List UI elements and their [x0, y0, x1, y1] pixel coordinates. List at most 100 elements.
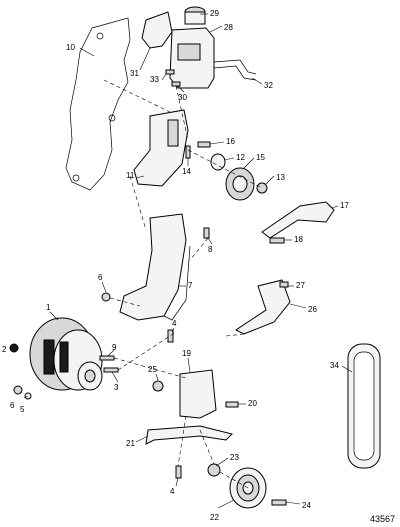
nut — [256, 182, 268, 194]
callout-16: 16 — [226, 137, 235, 146]
leader-line — [135, 175, 145, 179]
callout-12: 12 — [236, 153, 245, 162]
tensioner-pulley-hub — [242, 481, 254, 495]
reservoir-cap-body — [184, 11, 206, 25]
plate-hole — [72, 174, 80, 182]
leader-line — [155, 373, 159, 381]
leader-line — [289, 303, 307, 309]
callout-33: 33 — [150, 75, 159, 84]
plate-hole — [108, 114, 116, 122]
alignment-line — [187, 149, 263, 189]
leader-line — [209, 25, 223, 33]
reservoir-bracket — [141, 11, 173, 49]
bolt — [225, 401, 239, 408]
callout-31: 31 — [130, 69, 139, 78]
leader-line — [101, 281, 107, 293]
leader-line — [331, 205, 339, 209]
leader-line — [187, 357, 191, 373]
callout-6: 6 — [10, 401, 15, 410]
leader-line — [161, 73, 167, 81]
strap — [145, 425, 233, 445]
callout-9: 9 — [112, 343, 117, 352]
callout-6: 6 — [98, 273, 103, 282]
callout-28: 28 — [224, 23, 233, 32]
alternator-fins — [59, 341, 69, 373]
drive-belt-inner — [353, 351, 375, 461]
screw — [171, 81, 181, 87]
alignment-line — [175, 85, 189, 141]
leader-line — [215, 457, 229, 467]
bolt — [269, 237, 285, 244]
callout-5: 5 — [20, 405, 25, 414]
bolt — [279, 281, 289, 288]
nut — [101, 292, 111, 302]
callout-23: 23 — [230, 453, 239, 462]
reservoir-strap — [213, 65, 257, 81]
alignment-line — [177, 415, 187, 467]
callout-4: 4 — [170, 487, 175, 496]
callout-18: 18 — [294, 235, 303, 244]
bolt — [103, 367, 119, 373]
bracket-tab — [167, 119, 179, 147]
tensioner-bracket — [179, 369, 217, 419]
leader-line — [107, 349, 115, 357]
bolt — [271, 499, 287, 506]
callout-22: 22 — [210, 513, 219, 522]
callout-2: 2 — [2, 345, 7, 354]
callout-4: 4 — [172, 319, 177, 328]
leader-line — [135, 435, 149, 443]
callout-15: 15 — [256, 153, 265, 162]
callout-1: 1 — [46, 303, 51, 312]
leader-line — [49, 311, 59, 321]
spacer — [207, 463, 221, 477]
alignment-line — [113, 357, 187, 379]
reservoir-label — [177, 43, 201, 61]
leader-line — [217, 499, 235, 509]
callout-13: 13 — [276, 173, 285, 182]
nut — [13, 385, 23, 395]
callout-25: 25 — [148, 365, 157, 374]
leader-line — [265, 175, 275, 185]
alignment-line — [219, 471, 249, 489]
alternator-fins — [43, 339, 55, 375]
alternator-pulley-hub — [84, 369, 96, 383]
callout-14: 14 — [182, 167, 191, 176]
callout-26: 26 — [308, 305, 317, 314]
alignment-line — [225, 333, 245, 337]
alignment-line — [117, 331, 177, 371]
leader-line — [177, 85, 185, 93]
callout-11: 11 — [126, 171, 135, 180]
nut — [152, 380, 164, 392]
callout-27: 27 — [296, 281, 305, 290]
bracket-flange — [163, 245, 191, 321]
bolt — [203, 227, 210, 239]
callout-7: 7 — [188, 281, 193, 290]
callout-17: 17 — [340, 201, 349, 210]
figure-number: 43567 — [370, 514, 395, 524]
leader-line — [209, 141, 225, 145]
leader-line — [223, 157, 235, 161]
alignment-line — [189, 237, 209, 261]
leader-line — [207, 237, 213, 245]
leader-line — [139, 47, 151, 71]
leader-line — [341, 365, 353, 373]
callout-29: 29 — [210, 9, 219, 18]
brace — [235, 279, 291, 335]
alignment-line — [199, 429, 215, 465]
leader-line — [171, 327, 175, 333]
callout-19: 19 — [182, 349, 191, 358]
leader-line — [251, 77, 263, 85]
leader-line — [285, 501, 301, 505]
callout-20: 20 — [248, 399, 257, 408]
mounting-plate — [65, 17, 131, 191]
screw — [165, 69, 175, 75]
reservoir-strap — [213, 59, 257, 75]
callout-8: 8 — [208, 245, 213, 254]
alternator-bracket — [119, 213, 187, 321]
callout-24: 24 — [302, 501, 311, 510]
bolt — [185, 145, 191, 159]
leader-line — [111, 371, 119, 383]
callout-21: 21 — [126, 439, 135, 448]
plate-hole — [96, 32, 104, 40]
